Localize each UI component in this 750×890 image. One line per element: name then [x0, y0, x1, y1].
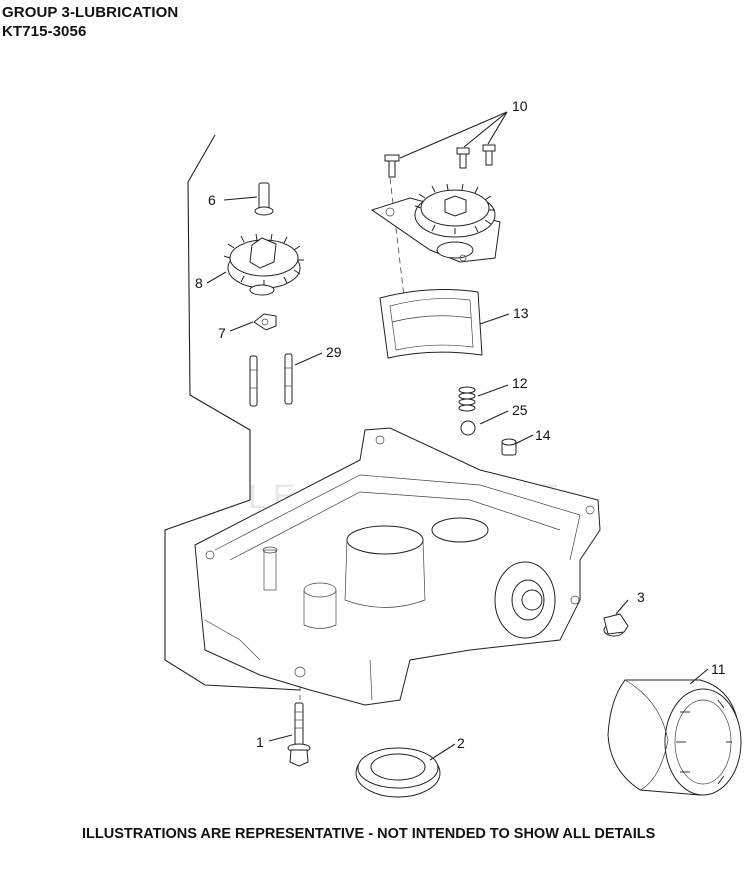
oil-pan-housing[interactable] [194, 427, 601, 706]
callout-10: 10 [512, 98, 528, 114]
oil-screen-part-13[interactable] [379, 289, 483, 359]
callout-29: 29 [326, 344, 342, 360]
callout-13: 13 [513, 305, 529, 321]
spring-part-12[interactable] [458, 386, 476, 412]
callout-1: 1 [256, 734, 264, 750]
callout-14: 14 [535, 427, 551, 443]
oil-pump-gear-part-8[interactable] [223, 233, 304, 296]
leader-lines [206, 111, 709, 761]
oil-pump-assembly[interactable] [370, 183, 501, 263]
disclaimer-note: ILLUSTRATIONS ARE REPRESENTATIVE - NOT I… [82, 826, 656, 842]
bolt-part-1[interactable] [287, 702, 311, 767]
callout-3: 3 [637, 589, 645, 605]
screws-part-10[interactable] [384, 144, 496, 178]
oil-filter-part-11[interactable] [607, 679, 742, 796]
ball-part-25[interactable] [460, 420, 476, 436]
callout-7: 7 [218, 325, 226, 341]
callout-6: 6 [208, 192, 216, 208]
fitting-part-3[interactable] [603, 613, 629, 637]
plug-part-14[interactable] [501, 438, 517, 456]
page-title: GROUP 3-LUBRICATION [2, 4, 179, 21]
gear-shaft-part-6[interactable] [254, 182, 274, 216]
model-number: KT715-3056 [2, 23, 87, 40]
callout-11: 11 [711, 661, 726, 677]
callout-12: 12 [512, 375, 528, 391]
callout-8: 8 [195, 275, 203, 291]
group-frame [164, 134, 301, 691]
dowel-pins-part-29[interactable] [249, 353, 293, 407]
oil-seal-part-2[interactable] [355, 747, 441, 798]
washer-part-7[interactable] [253, 313, 277, 331]
callout-2: 2 [457, 735, 465, 751]
callout-25: 25 [512, 402, 528, 418]
